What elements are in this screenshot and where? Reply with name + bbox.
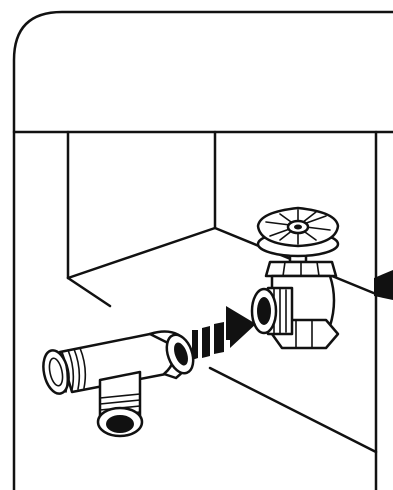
insertion-arrow-icon — [192, 306, 256, 360]
cabinet-outline-icon — [14, 12, 393, 490]
y-connector-fitting-icon — [40, 331, 198, 436]
valve-handwheel-icon — [258, 208, 338, 256]
